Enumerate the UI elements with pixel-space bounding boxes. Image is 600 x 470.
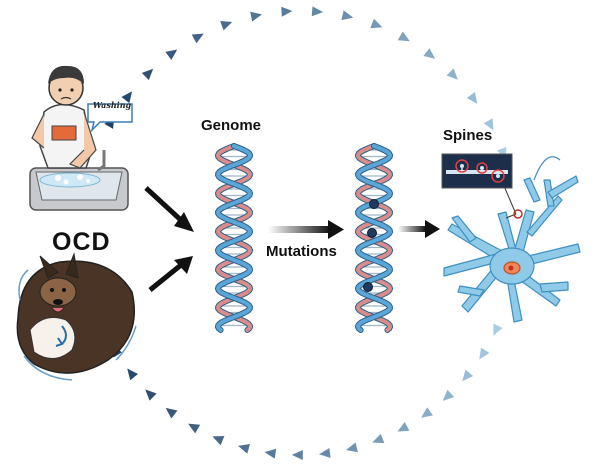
genome-dna-helix-icon bbox=[214, 143, 254, 333]
spines-zoom-inset bbox=[441, 153, 523, 219]
cycle-arrowhead-icon bbox=[141, 68, 154, 81]
cycle-arrowhead-icon bbox=[212, 435, 225, 446]
flow-arrow-ocd-to-genome-upper bbox=[144, 186, 194, 232]
cycle-arrowhead-icon bbox=[446, 68, 458, 80]
cycle-arrowhead-icon bbox=[311, 6, 324, 17]
cycle-arrowhead-icon bbox=[397, 31, 410, 42]
cycle-arrowhead-icon bbox=[462, 369, 474, 382]
mutation-dot bbox=[367, 228, 377, 238]
cycle-arrowhead-icon bbox=[191, 33, 204, 44]
cycle-arrowhead-icon bbox=[145, 389, 157, 401]
cycle-arrowhead-icon bbox=[423, 48, 436, 59]
mutations-label: Mutations bbox=[266, 243, 337, 260]
cycle-arrowhead-icon bbox=[250, 11, 262, 22]
cycle-arrowhead-icon bbox=[346, 442, 358, 453]
cycle-arrowhead-icon bbox=[370, 18, 383, 29]
cycle-arrowhead-icon bbox=[220, 21, 233, 31]
cycle-arrowhead-icon bbox=[442, 389, 455, 401]
dog-chasing-tail-icon bbox=[16, 252, 137, 381]
cycle-arrowhead-icon bbox=[479, 347, 490, 360]
cycle-arrowhead-icon bbox=[493, 323, 503, 336]
genome-label: Genome bbox=[201, 117, 262, 134]
cycle-arrows bbox=[104, 6, 507, 461]
mutated-dna-helix-icon bbox=[354, 143, 394, 333]
cycle-arrowhead-icon bbox=[421, 407, 433, 418]
cycle-arrowhead-icon bbox=[121, 91, 133, 104]
mutation-flow-arrow bbox=[268, 220, 344, 239]
cycle-arrowhead-icon bbox=[341, 10, 354, 21]
spines-label: Spines bbox=[443, 127, 493, 144]
cycle-arrowhead-icon bbox=[319, 447, 331, 458]
cycle-arrowhead-icon bbox=[372, 433, 385, 444]
mutation-dot bbox=[363, 282, 373, 292]
cycle-arrowhead-icon bbox=[165, 407, 178, 419]
neuron-icon bbox=[443, 156, 581, 323]
cycle-arrowhead-icon bbox=[483, 118, 494, 131]
person-washing-hands-icon bbox=[29, 65, 133, 211]
flow-arrow-ocd-to-genome-lower bbox=[148, 256, 193, 292]
cycle-arrowhead-icon bbox=[127, 368, 139, 381]
cycle-arrowhead-icon bbox=[466, 92, 478, 104]
cycle-arrowhead-icon bbox=[281, 6, 293, 17]
ocd-label: OCD bbox=[52, 228, 111, 256]
flow-arrow-to-neuron bbox=[398, 220, 440, 238]
cycle-arrowhead-icon bbox=[397, 422, 410, 432]
speech-bubble-text: Washing bbox=[92, 100, 132, 110]
cycle-arrowhead-icon bbox=[238, 443, 250, 454]
cycle-arrowhead-icon bbox=[188, 423, 201, 434]
mutation-dot bbox=[369, 199, 379, 209]
cycle-arrowhead-icon bbox=[291, 450, 303, 461]
cycle-arrowhead-icon bbox=[264, 448, 277, 459]
cycle-arrowhead-icon bbox=[165, 49, 178, 60]
